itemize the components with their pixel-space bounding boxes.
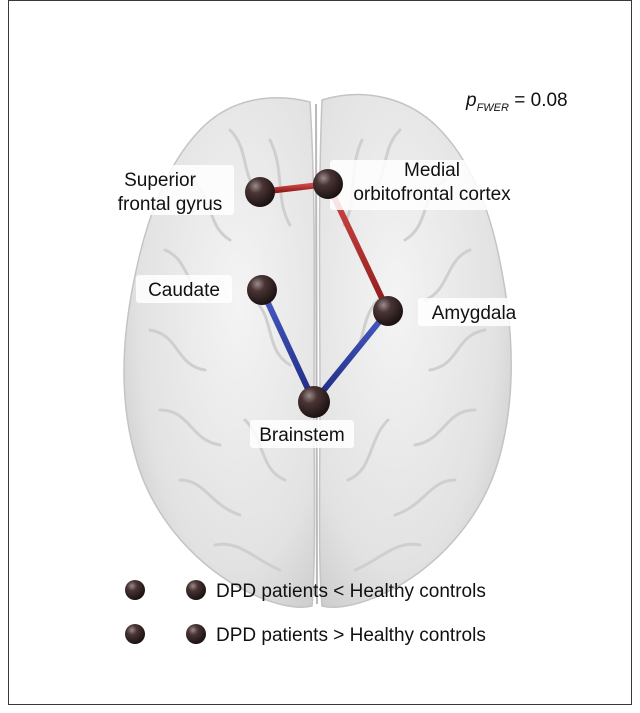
p-symbol: p bbox=[465, 90, 477, 111]
p-value-annotation: pFWER = 0.08 bbox=[465, 90, 568, 114]
node-amygdala bbox=[373, 296, 403, 326]
legend-increase-node-right bbox=[186, 624, 206, 644]
label-brainstem: Brainstem bbox=[259, 425, 345, 446]
legend-decrease: DPD patients < Healthy controls bbox=[125, 580, 486, 602]
p-value: = 0.08 bbox=[509, 90, 568, 111]
node-caudate bbox=[247, 275, 277, 305]
p-subscript: FWER bbox=[477, 102, 509, 114]
legend-increase-label: DPD patients > Healthy controls bbox=[216, 625, 486, 646]
node-medial-orbitofrontal-cortex bbox=[313, 169, 343, 199]
legend-increase: DPD patients > Healthy controls bbox=[125, 624, 486, 646]
label-caudate: Caudate bbox=[148, 280, 220, 301]
label-amygdala: Amygdala bbox=[432, 303, 517, 324]
node-brainstem bbox=[298, 386, 330, 418]
label-superior-frontal-gyrus-line1: Superior bbox=[124, 170, 196, 191]
legend-increase-node-left bbox=[125, 624, 145, 644]
legend: DPD patients < Healthy controls DPD pati… bbox=[125, 580, 486, 646]
node-superior-frontal-gyrus bbox=[245, 177, 275, 207]
label-medial-orbitofrontal-line2: orbitofrontal cortex bbox=[353, 184, 511, 205]
label-medial-orbitofrontal-line1: Medial bbox=[404, 160, 460, 181]
label-superior-frontal-gyrus-line2: frontal gyrus bbox=[118, 194, 223, 215]
legend-decrease-label: DPD patients < Healthy controls bbox=[216, 581, 486, 602]
legend-decrease-node-left bbox=[125, 580, 145, 600]
legend-decrease-node-right bbox=[186, 580, 206, 600]
